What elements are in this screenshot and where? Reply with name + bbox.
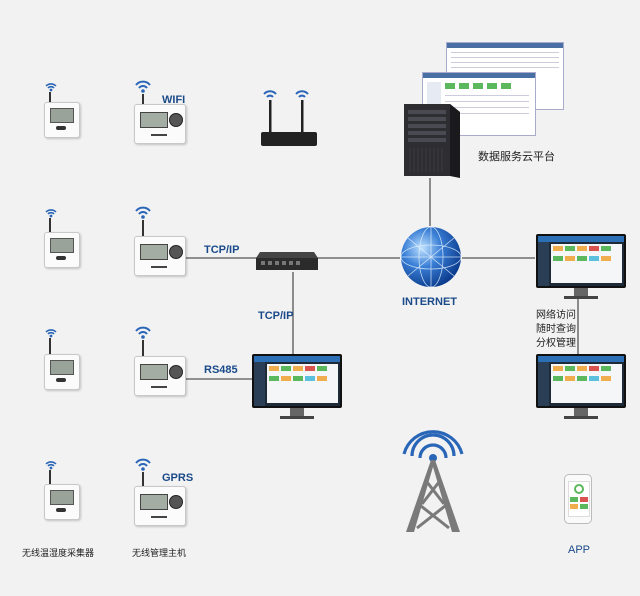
- wifi-icon: [45, 209, 57, 218]
- label-cloud-platform: 数据服务云平台: [478, 151, 555, 163]
- label-wifi: WIFI: [162, 94, 186, 106]
- server-icon: [394, 104, 464, 183]
- label-access-3: 分权管理: [536, 338, 576, 349]
- wifi-icon: [45, 83, 57, 92]
- wifi-icon: [45, 329, 57, 338]
- label-access-1: 网络访问: [536, 310, 576, 321]
- label-tcpip-horizontal: TCP/IP: [204, 244, 240, 256]
- label-app: APP: [568, 544, 591, 556]
- wifi-icon: [135, 326, 151, 339]
- wifi-icon: [45, 461, 57, 470]
- label-internet: INTERNET: [402, 296, 457, 308]
- label-host: 无线管理主机: [132, 548, 187, 558]
- label-collector: 无线温湿度采集器: [22, 548, 95, 558]
- label-tcpip-vertical: TCP/IP: [258, 310, 294, 322]
- label-rs485: RS485: [204, 364, 238, 376]
- wifi-icon: [135, 458, 151, 471]
- globe-icon: [398, 224, 464, 295]
- label-gprs: GPRS: [162, 472, 194, 484]
- wifi-icon: [135, 80, 151, 93]
- wifi-icon: [135, 206, 151, 219]
- label-access-2: 随时查询: [536, 324, 576, 335]
- router-icon: [258, 88, 322, 157]
- switch-icon: [256, 248, 318, 277]
- tower-icon: [394, 424, 472, 539]
